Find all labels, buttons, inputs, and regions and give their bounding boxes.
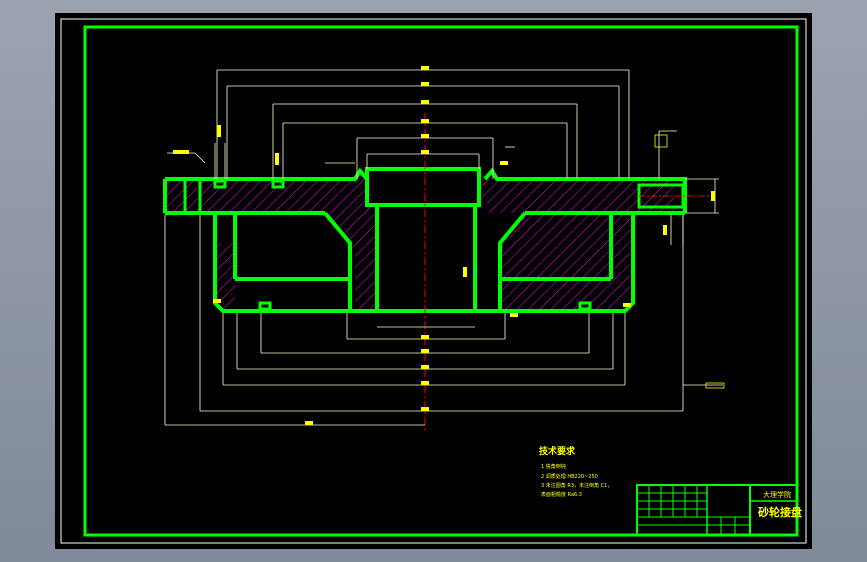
flange-outline bbox=[165, 167, 369, 181]
tech-req-title: 技术要求 bbox=[539, 445, 576, 457]
title-block-part-name: 砂轮接盘 bbox=[758, 505, 802, 519]
hatched-section-left bbox=[165, 173, 377, 311]
title-block: 大理学院 砂轮接盘 bbox=[636, 484, 802, 536]
outer-border bbox=[60, 18, 807, 544]
hub-top-outline bbox=[365, 167, 481, 207]
drawing-frame bbox=[83, 25, 799, 537]
dimension-labels bbox=[173, 66, 725, 425]
technical-requirements: 技术要求 1 锐角倒钝 2 调质处理 HB220~250 3 未注圆角 R3，未… bbox=[539, 445, 612, 498]
drawing-sheet: 技术要求 1 锐角倒钝 2 调质处理 HB220~250 3 未注圆角 R3，未… bbox=[55, 13, 812, 549]
tech-req-item: 1 锐角倒钝 bbox=[541, 463, 566, 470]
title-block-school: 大理学院 bbox=[763, 490, 791, 499]
part-section-view bbox=[163, 113, 715, 433]
drawing-canvas: 技术要求 1 锐角倒钝 2 调质处理 HB220~250 3 未注圆角 R3，未… bbox=[60, 18, 807, 544]
tech-req-item: 2 调质处理 HB220~250 bbox=[541, 473, 598, 480]
hatched-section-right bbox=[475, 179, 675, 311]
tech-req-item: 3 未注圆角 R3，未注倒角 C1， bbox=[541, 482, 612, 489]
dimension-lines bbox=[164, 69, 723, 426]
tech-req-item: 表面粗糙度 Ra6.3 bbox=[541, 491, 582, 498]
